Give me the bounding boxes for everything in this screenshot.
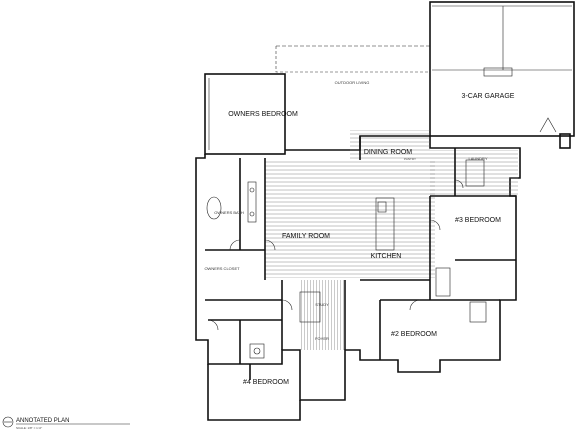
label-laundry: LAUNDRY	[468, 156, 487, 161]
label-bedroom-3: #3 BEDROOM	[455, 217, 501, 224]
label-bedroom-4: #4 BEDROOM	[243, 379, 289, 386]
label-owners-bedroom: OWNERS BEDROOM	[228, 111, 298, 118]
label-owners-closet: OWNERS CLOSET	[204, 266, 240, 271]
label-bedroom-2: #2 BEDROOM	[391, 331, 437, 338]
label-kitchen: KITCHEN	[371, 253, 402, 260]
doors	[207, 179, 464, 331]
label-garage: 3-CAR GARAGE	[462, 93, 515, 100]
label-foyer: FOYER	[315, 336, 329, 341]
plan-scale: SCALE: 1/8" = 1'-0"	[16, 426, 42, 430]
room-labels: OWNERS BEDROOM OUTDOOR LIVING 3-CAR GARA…	[204, 80, 514, 386]
plan-title: ANNOTATED PLAN	[16, 418, 69, 424]
title-block: ANNOTATED PLAN SCALE: 1/8" = 1'-0"	[2, 416, 130, 430]
interior-walls	[205, 136, 516, 380]
house-outline	[195, 135, 521, 421]
owners-bedroom-block	[204, 73, 286, 155]
fixtures	[206, 159, 487, 359]
label-pantry: PANTRY	[404, 157, 416, 161]
garage-block	[429, 1, 575, 149]
label-study: STUDY	[315, 302, 329, 307]
label-family-room: FAMILY ROOM	[282, 233, 330, 240]
label-owners-bath: OWNERS BATH	[214, 210, 244, 215]
label-outdoor-living: OUTDOOR LIVING	[335, 80, 370, 85]
label-dining-room: DINING ROOM	[364, 149, 412, 156]
main-floor-hatch	[265, 130, 518, 350]
outdoor-living-area	[275, 45, 431, 73]
